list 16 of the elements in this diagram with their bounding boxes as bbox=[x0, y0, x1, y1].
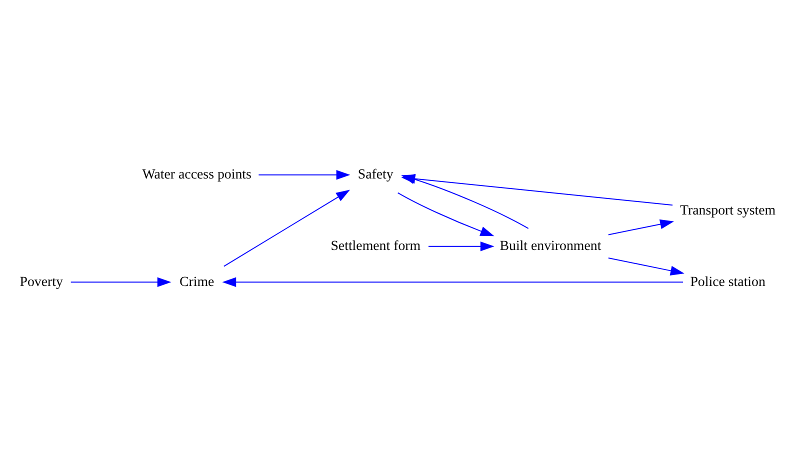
arrow bbox=[428, 241, 494, 251]
arrow bbox=[222, 276, 684, 287]
arrow bbox=[608, 218, 674, 235]
arrow bbox=[397, 192, 494, 236]
node-text: Built environment bbox=[500, 238, 602, 254]
node-text: Poverty bbox=[20, 274, 63, 290]
node-text: Transport system bbox=[680, 202, 776, 218]
node-text: Police station bbox=[690, 274, 766, 290]
arrow bbox=[608, 257, 684, 275]
node-text: Crime bbox=[179, 274, 214, 290]
arrow bbox=[70, 276, 172, 287]
node-text: Water access points bbox=[142, 167, 252, 182]
arrow bbox=[223, 189, 350, 266]
arrow bbox=[258, 169, 350, 180]
node-text: Settlement form bbox=[330, 238, 421, 254]
node-text: Safety bbox=[358, 167, 394, 182]
